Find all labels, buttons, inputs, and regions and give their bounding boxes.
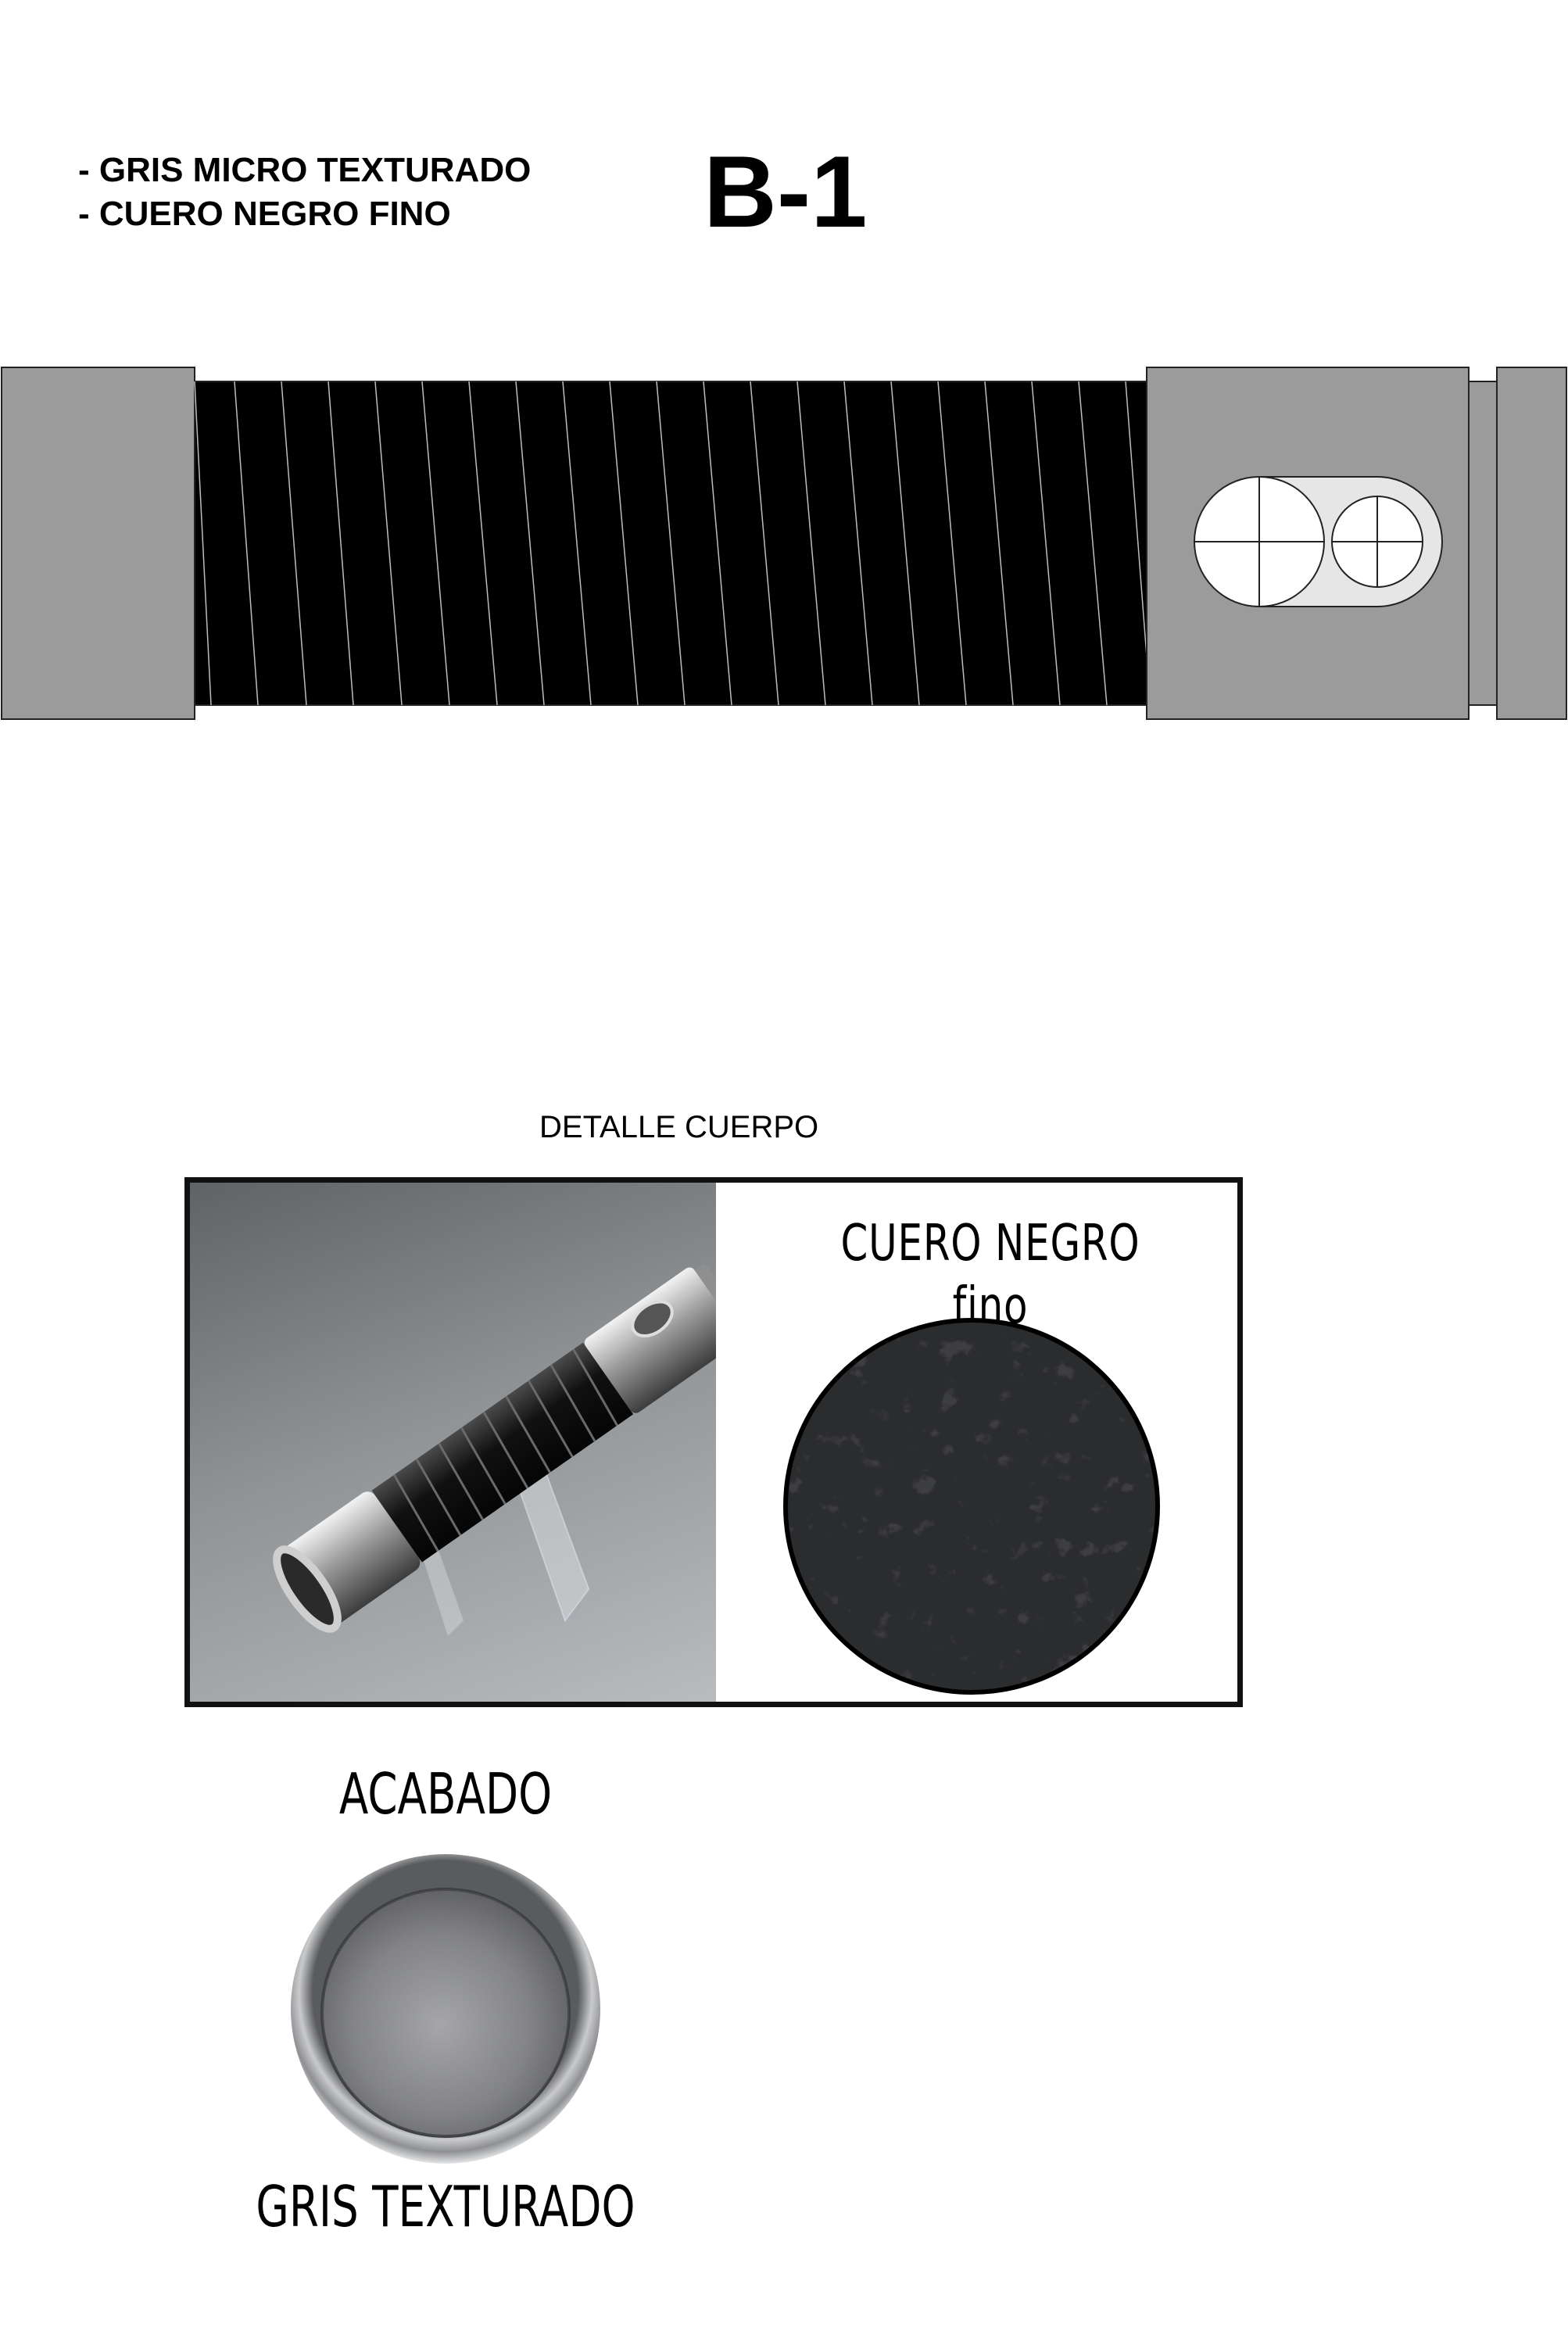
leather-swatch xyxy=(783,1318,1160,1695)
hilt-drawing xyxy=(0,352,1568,727)
detail-caption: DETALLE CUERPO xyxy=(539,1110,819,1144)
finish-label: GRIS TEXTURADO xyxy=(256,2174,635,2239)
photo-hilt-pommel xyxy=(584,1267,716,1413)
photo-hilt-grip xyxy=(371,1342,634,1563)
hilt-end-cap xyxy=(1496,367,1567,720)
spec-list: - GRIS MICRO TEXTURADO - CUERO NEGRO FIN… xyxy=(78,149,531,236)
spec-line-finish: - GRIS MICRO TEXTURADO xyxy=(78,151,532,189)
hilt-left-cap xyxy=(1,367,195,720)
hilt-photo xyxy=(190,1183,716,1702)
finish-title: ACABADO xyxy=(338,1761,553,1827)
hilt-photo-svg xyxy=(273,1262,716,1636)
finish-swatch xyxy=(291,1854,600,2164)
model-code: B-1 xyxy=(703,134,868,249)
hilt-grip-wrap-lines xyxy=(194,381,1147,706)
spec-line-leather: - CUERO NEGRO FINO xyxy=(78,195,451,233)
hilt-window xyxy=(1194,476,1443,607)
detail-frame: CUERO NEGRO fino xyxy=(184,1177,1243,1707)
hilt-connector xyxy=(1468,381,1498,706)
hilt-drawing-svg xyxy=(1,367,1567,720)
